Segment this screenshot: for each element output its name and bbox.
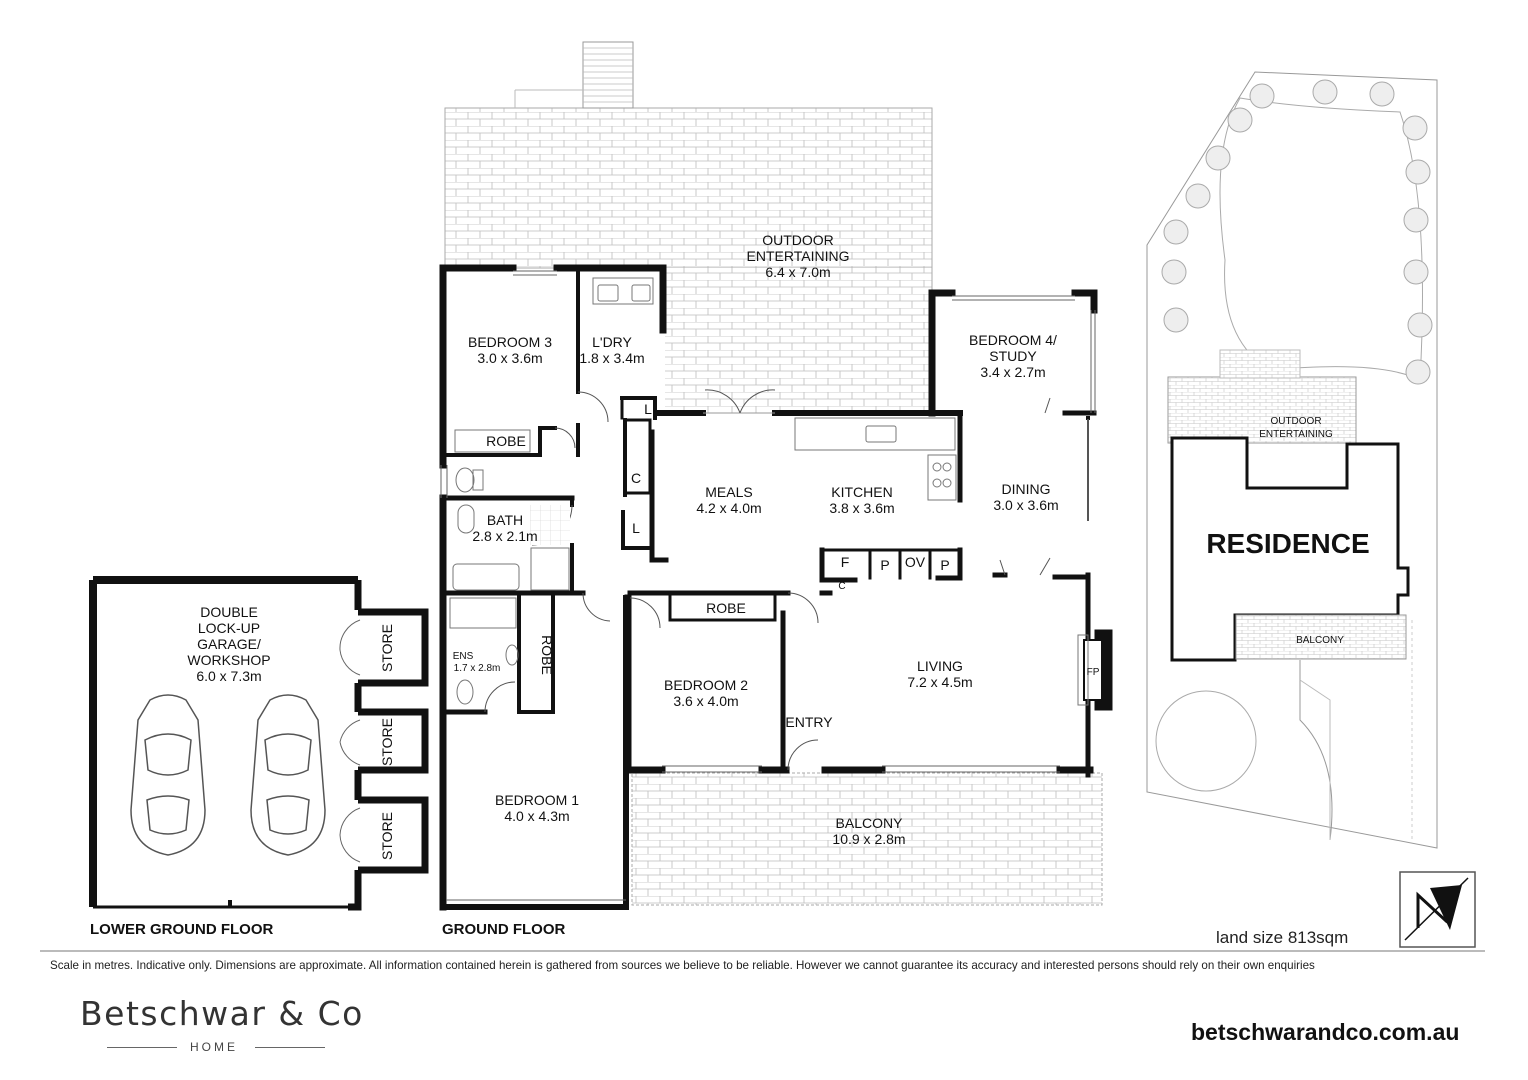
bedroom4-name: BEDROOM 4/: [969, 332, 1057, 348]
entry-name: ENTRY: [785, 714, 833, 730]
ens-size: 1.7 x 2.8m: [454, 663, 501, 674]
north-arrow-icon: [1399, 871, 1476, 948]
store-doors: [339, 619, 361, 863]
garage-name4: WORKSHOP: [187, 652, 270, 668]
stairs: [514, 41, 634, 109]
laundry-name: L'DRY: [592, 334, 632, 350]
ground-floor-label: GROUND FLOOR: [442, 921, 565, 938]
outdoor-entertaining-name2: ENTERTAINING: [747, 248, 850, 264]
robe-b2-name: ROBE: [706, 600, 746, 616]
tree-icon: [1161, 79, 1433, 385]
residence-label: RESIDENCE: [1206, 528, 1369, 559]
garage-size: 6.0 x 7.3m: [196, 668, 261, 684]
oven-label: OV: [905, 554, 926, 570]
living-name: LIVING: [917, 658, 963, 674]
store2-name: STORE: [379, 718, 395, 766]
cupboard-label: C: [838, 581, 845, 592]
fridge-label: F: [841, 554, 850, 570]
fixtures: [449, 277, 1089, 706]
balcony-size: 10.9 x 2.8m: [832, 831, 905, 847]
bedroom2-name: BEDROOM 2: [664, 677, 748, 693]
robe-b3-name: ROBE: [486, 433, 526, 449]
linen-label: L: [632, 520, 640, 536]
living-size: 7.2 x 4.5m: [907, 674, 972, 690]
windows: [440, 270, 1096, 901]
fixture-labels: L L C C F P OV P FP: [631, 401, 1100, 678]
bedroom3-name: BEDROOM 3: [468, 334, 552, 350]
ground-floor-walls: [439, 264, 1113, 911]
cupboard-label: C: [631, 470, 641, 486]
dining-name: DINING: [1002, 481, 1051, 497]
bath-name: BATH: [487, 512, 523, 528]
bedroom1-size: 4.0 x 4.3m: [504, 808, 569, 824]
site-outdoor-label: OUTDOOR: [1270, 416, 1321, 427]
brand-subtitle: HOME: [190, 1040, 238, 1054]
bedroom4-name2: STUDY: [989, 348, 1037, 364]
meals-size: 4.2 x 4.0m: [696, 500, 761, 516]
linen-label: L: [644, 401, 652, 417]
outdoor-entertaining-name: OUTDOOR: [762, 232, 834, 248]
brand-divider: [107, 1047, 177, 1048]
fireplace-label: FP: [1087, 667, 1100, 678]
doors: [484, 389, 1051, 771]
garage-walls: [89, 576, 429, 911]
dining-size: 3.0 x 3.6m: [993, 497, 1058, 513]
land-size: land size 813sqm: [1216, 928, 1349, 947]
store1-name: STORE: [379, 624, 395, 672]
robe-b1-name: ROBE: [539, 635, 555, 675]
outdoor-entertaining-area: [444, 41, 933, 413]
site-plan: RESIDENCE OUTDOOR ENTERTAINING BALCONY: [1146, 71, 1438, 849]
outdoor-entertaining-size: 6.4 x 7.0m: [765, 264, 830, 280]
balcony-name: BALCONY: [836, 815, 904, 831]
car-icon: [130, 694, 326, 856]
site-balcony-label: BALCONY: [1296, 635, 1344, 646]
store3-name: STORE: [379, 812, 395, 860]
bath-size: 2.8 x 2.1m: [472, 528, 537, 544]
disclaimer: Scale in metres. Indicative only. Dimens…: [50, 959, 1315, 972]
lower-ground-floor-label: LOWER GROUND FLOOR: [90, 921, 273, 938]
garage-name: DOUBLE: [200, 604, 258, 620]
kitchen-size: 3.8 x 3.6m: [829, 500, 894, 516]
website-link[interactable]: betschwarandco.com.au: [1191, 1019, 1460, 1045]
meals-name: MEALS: [705, 484, 752, 500]
bath-tile: [530, 505, 570, 545]
pantry-label: P: [940, 557, 949, 573]
room-labels: OUTDOOR ENTERTAINING 6.4 x 7.0m BEDROOM …: [187, 232, 1058, 860]
brand-name: Betschwar & Co: [80, 994, 364, 1033]
ens-name: ENS: [453, 651, 474, 662]
laundry-size: 1.8 x 3.4m: [579, 350, 644, 366]
bedroom2-size: 3.6 x 4.0m: [673, 693, 738, 709]
garage-name3: GARAGE/: [197, 636, 261, 652]
garage-name2: LOCK-UP: [198, 620, 260, 636]
pantry-label: P: [880, 557, 889, 573]
bedroom1-name: BEDROOM 1: [495, 792, 579, 808]
brand-divider: [255, 1047, 325, 1048]
balcony-area: [631, 772, 1103, 906]
site-entertaining-label: ENTERTAINING: [1259, 429, 1333, 440]
bedroom3-size: 3.0 x 3.6m: [477, 350, 542, 366]
kitchen-name: KITCHEN: [831, 484, 892, 500]
bedroom4-size: 3.4 x 2.7m: [980, 364, 1045, 380]
